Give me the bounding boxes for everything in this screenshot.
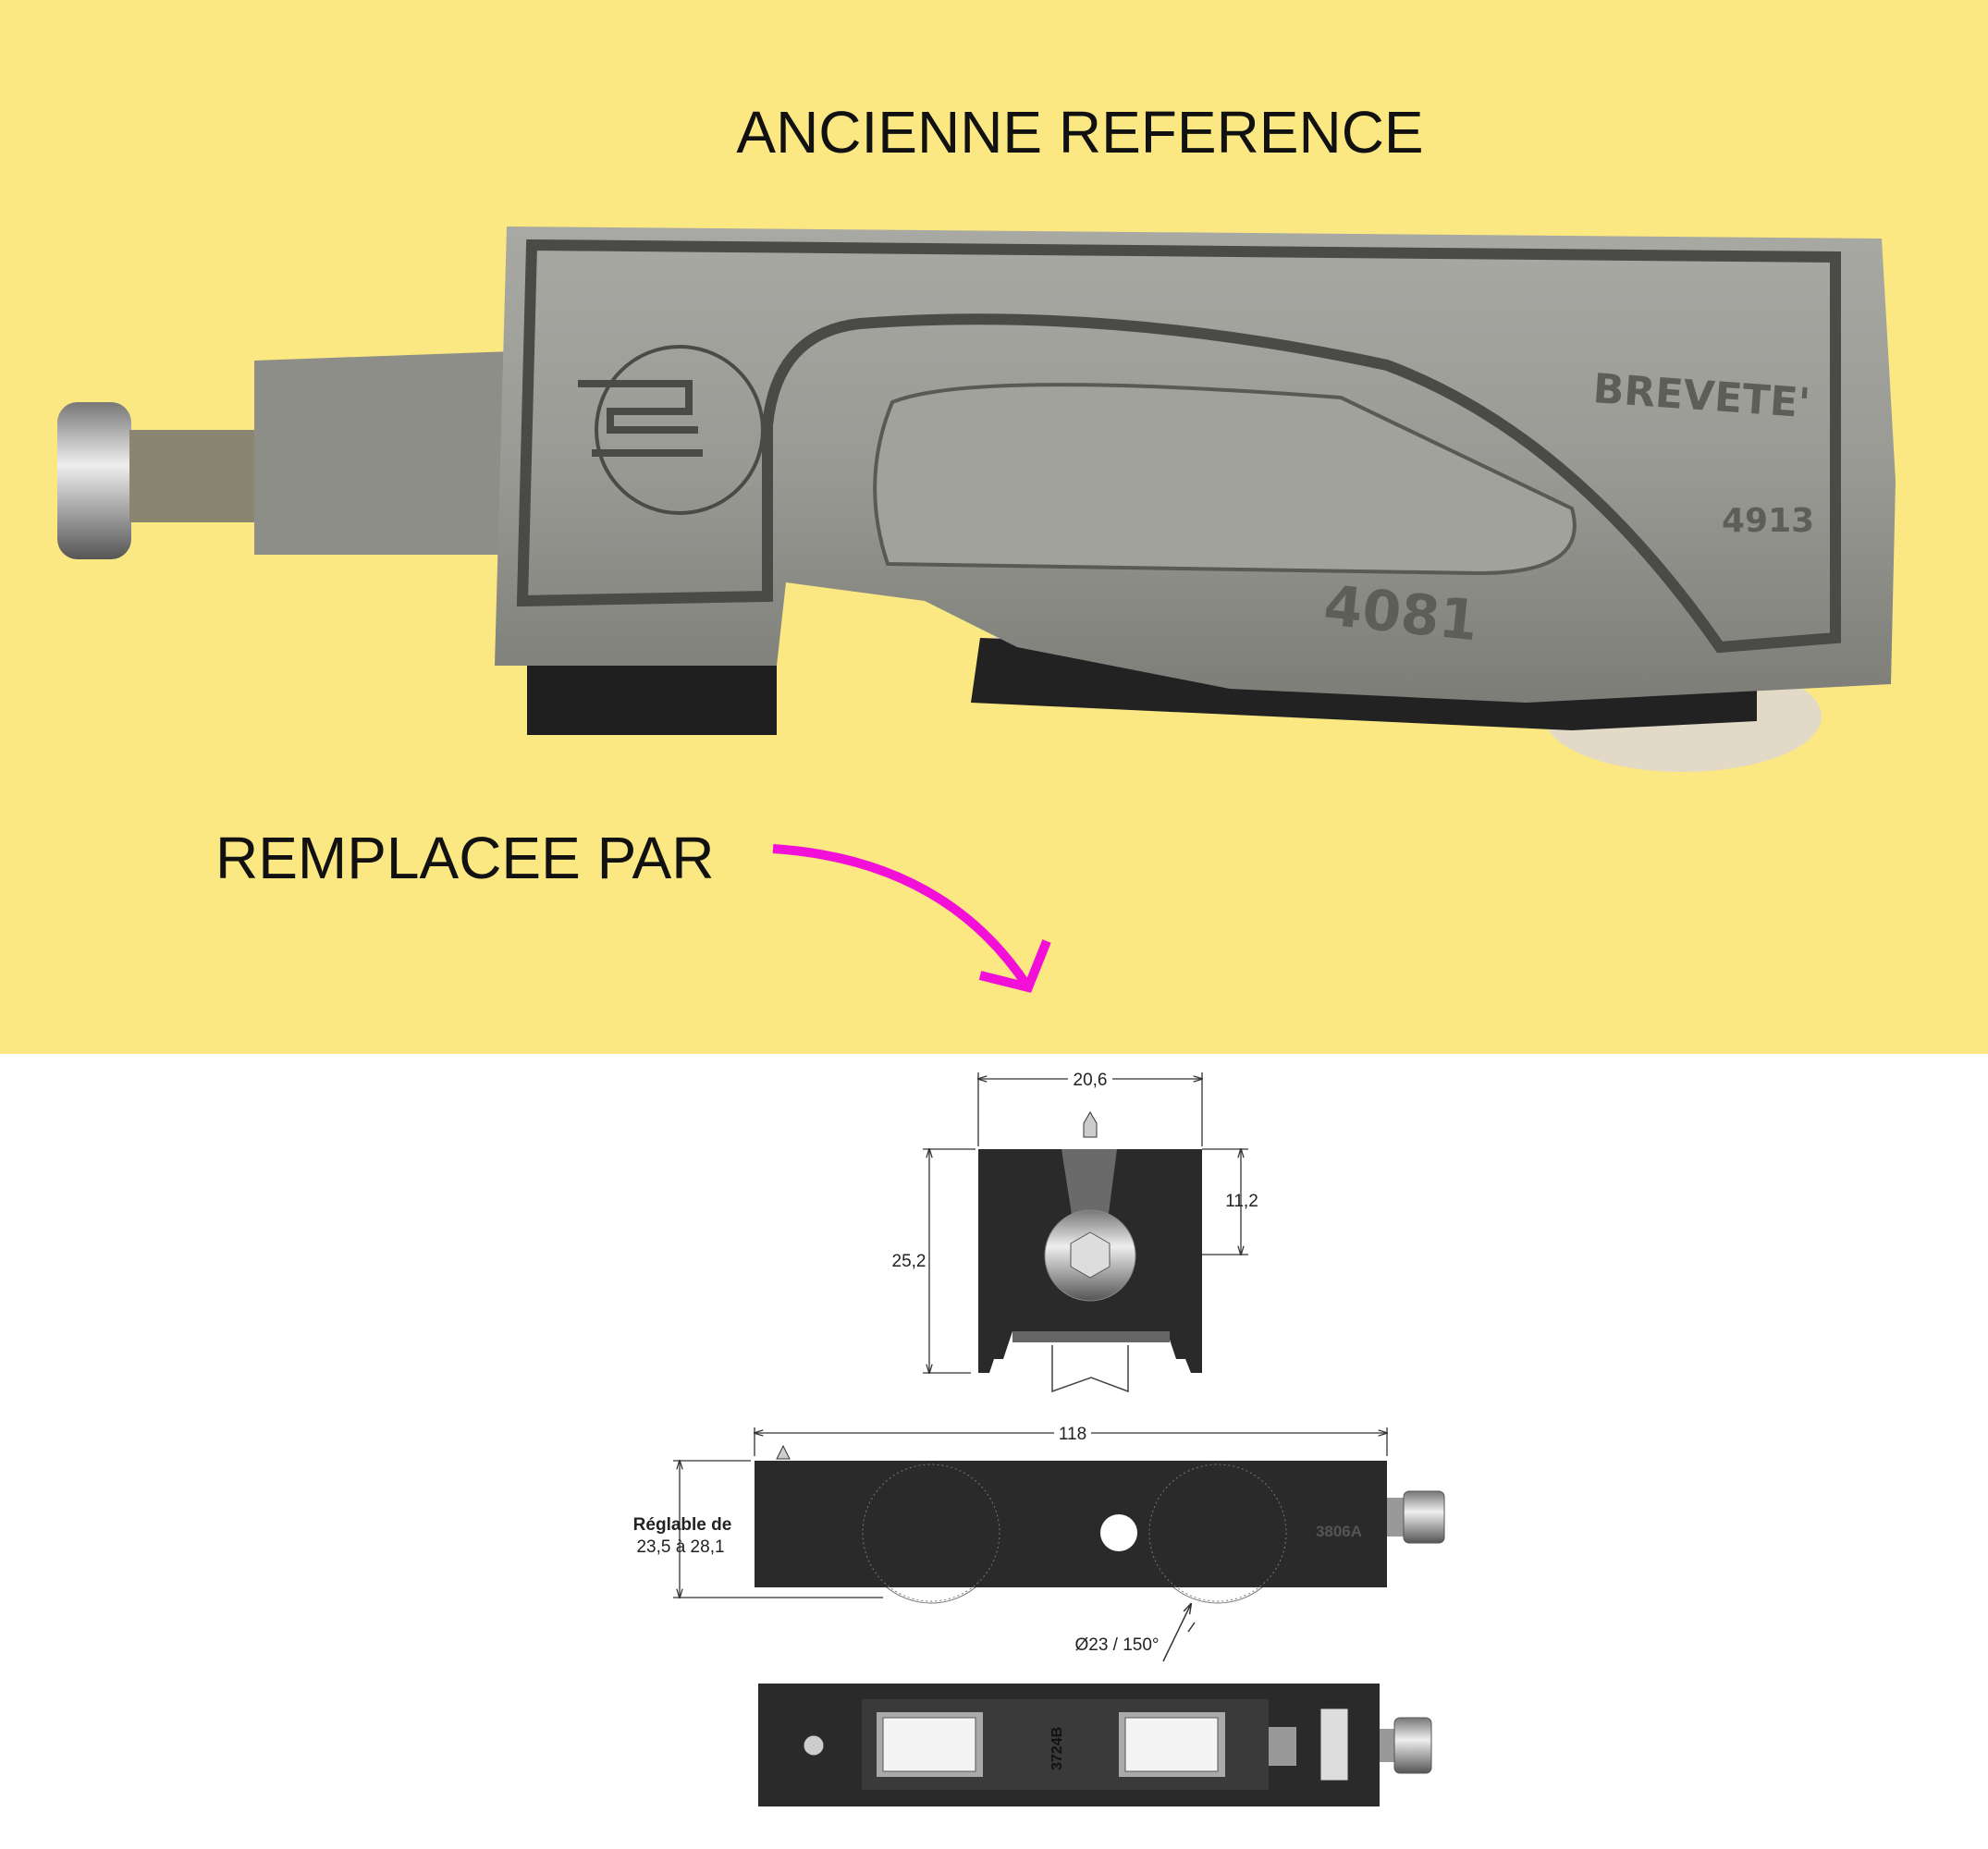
- side-code: 3806A: [1316, 1523, 1362, 1540]
- adjustable-range: 23,5 à 28,1: [636, 1537, 724, 1557]
- dim-height: 25,2: [892, 1252, 927, 1271]
- dim-wheel: Ø23 / 150°: [1074, 1635, 1159, 1655]
- old-part-photo: BREVETE' 4913 4081: [57, 227, 1896, 772]
- stamp-code-small: 4913: [1722, 502, 1814, 540]
- title-old-reference: ANCIENNE REFERENCE: [736, 99, 1423, 165]
- adjustable-label: Réglable de: [633, 1515, 732, 1535]
- drawing-top-view: 20,6 25,2 11,2: [892, 1070, 1258, 1393]
- arrow-icon: [772, 844, 1051, 993]
- stamp-code-large: 4081: [1320, 573, 1480, 654]
- dim-length: 118: [1059, 1425, 1086, 1444]
- dim-width: 20,6: [1074, 1071, 1108, 1090]
- replaced-by-label: REMPLACEE PAR: [215, 825, 714, 891]
- manufacturer-logo: [595, 345, 765, 515]
- bottom-code: 3724B: [1049, 1727, 1065, 1770]
- drawing-bottom-view: 3724B: [758, 1684, 1432, 1806]
- dim-axis: 11,2: [1225, 1192, 1258, 1211]
- drawing-side-view: 118 Réglable de 23,5 à 28,1 3806A Ø23 / …: [633, 1422, 1445, 1662]
